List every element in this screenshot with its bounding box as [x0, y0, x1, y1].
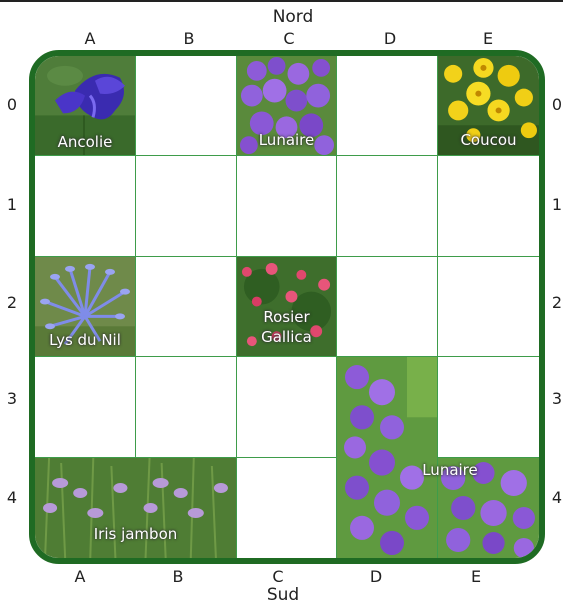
plant-label-ancolie: Ancolie: [35, 134, 135, 151]
cell-c4[interactable]: [237, 458, 337, 558]
iris-image: [35, 458, 236, 558]
col-label-top-c: C: [279, 30, 299, 48]
plant-tile-coucou[interactable]: Coucou: [438, 56, 539, 155]
row-label-right-2: 2: [549, 294, 563, 312]
plant-tile-lys-du-nil[interactable]: Lys du Nil: [35, 257, 135, 356]
col-label-top-b: B: [179, 30, 199, 48]
row-label-left-4: 4: [4, 489, 20, 507]
cell-b3[interactable]: [136, 357, 237, 458]
top-rule: [0, 0, 563, 2]
cell-e2[interactable]: [438, 257, 539, 357]
cell-a1[interactable]: [35, 156, 136, 257]
row-label-left-2: 2: [4, 294, 20, 312]
cell-d1[interactable]: [337, 156, 438, 257]
north-label: Nord: [253, 8, 333, 26]
grid-line-h3: [35, 356, 539, 357]
plant-label-lys-du-nil: Lys du Nil: [35, 332, 135, 349]
col-label-top-d: D: [380, 30, 400, 48]
plant-tile-rosier-gallica[interactable]: Rosier Gallica: [237, 257, 336, 356]
col-label-bottom-c: C: [268, 568, 288, 586]
cell-a3[interactable]: [35, 357, 136, 458]
row-label-right-3: 3: [549, 390, 563, 408]
plant-label-rosier-gallica: Rosier Gallica: [237, 307, 336, 347]
cell-b2[interactable]: [136, 257, 237, 357]
col-label-bottom-b: B: [168, 568, 188, 586]
col-label-bottom-d: D: [366, 568, 386, 586]
cell-e1[interactable]: [438, 156, 539, 257]
grid-line-h1: [35, 155, 539, 156]
row-label-right-1: 1: [549, 196, 563, 214]
col-label-bottom-a: A: [70, 568, 90, 586]
cell-c3[interactable]: [237, 357, 337, 458]
cell-c1[interactable]: [237, 156, 337, 257]
garden-board: Ancolie Lunaire: [29, 50, 545, 564]
plant-tile-iris-jambon[interactable]: Iris jambon: [35, 458, 236, 558]
cell-e3[interactable]: [438, 357, 539, 458]
honesty-image-d: [337, 357, 437, 558]
cell-b0[interactable]: [136, 56, 237, 156]
row-label-left-1: 1: [4, 196, 20, 214]
row-label-right-4: 4: [549, 489, 563, 507]
plant-tile-lunaire-top[interactable]: Lunaire: [237, 56, 336, 155]
col-label-bottom-e: E: [466, 568, 486, 586]
row-label-left-0: 0: [4, 96, 20, 114]
col-label-top-e: E: [478, 30, 498, 48]
plant-tile-lunaire-bottom-d[interactable]: [337, 357, 437, 558]
col-label-top-a: A: [80, 30, 100, 48]
cell-b1[interactable]: [136, 156, 237, 257]
plant-label-lunaire-top: Lunaire: [237, 132, 336, 149]
plant-label-iris-jambon: Iris jambon: [35, 526, 236, 543]
row-label-right-0: 0: [549, 96, 563, 114]
plant-tile-ancolie[interactable]: Ancolie: [35, 56, 135, 155]
cell-d2[interactable]: [337, 257, 438, 357]
row-label-left-3: 3: [4, 390, 20, 408]
cell-d0[interactable]: [337, 56, 438, 156]
south-label: Sud: [243, 586, 323, 604]
plant-label-coucou: Coucou: [438, 132, 539, 149]
plant-label-lunaire-bottom: Lunaire: [400, 462, 500, 479]
